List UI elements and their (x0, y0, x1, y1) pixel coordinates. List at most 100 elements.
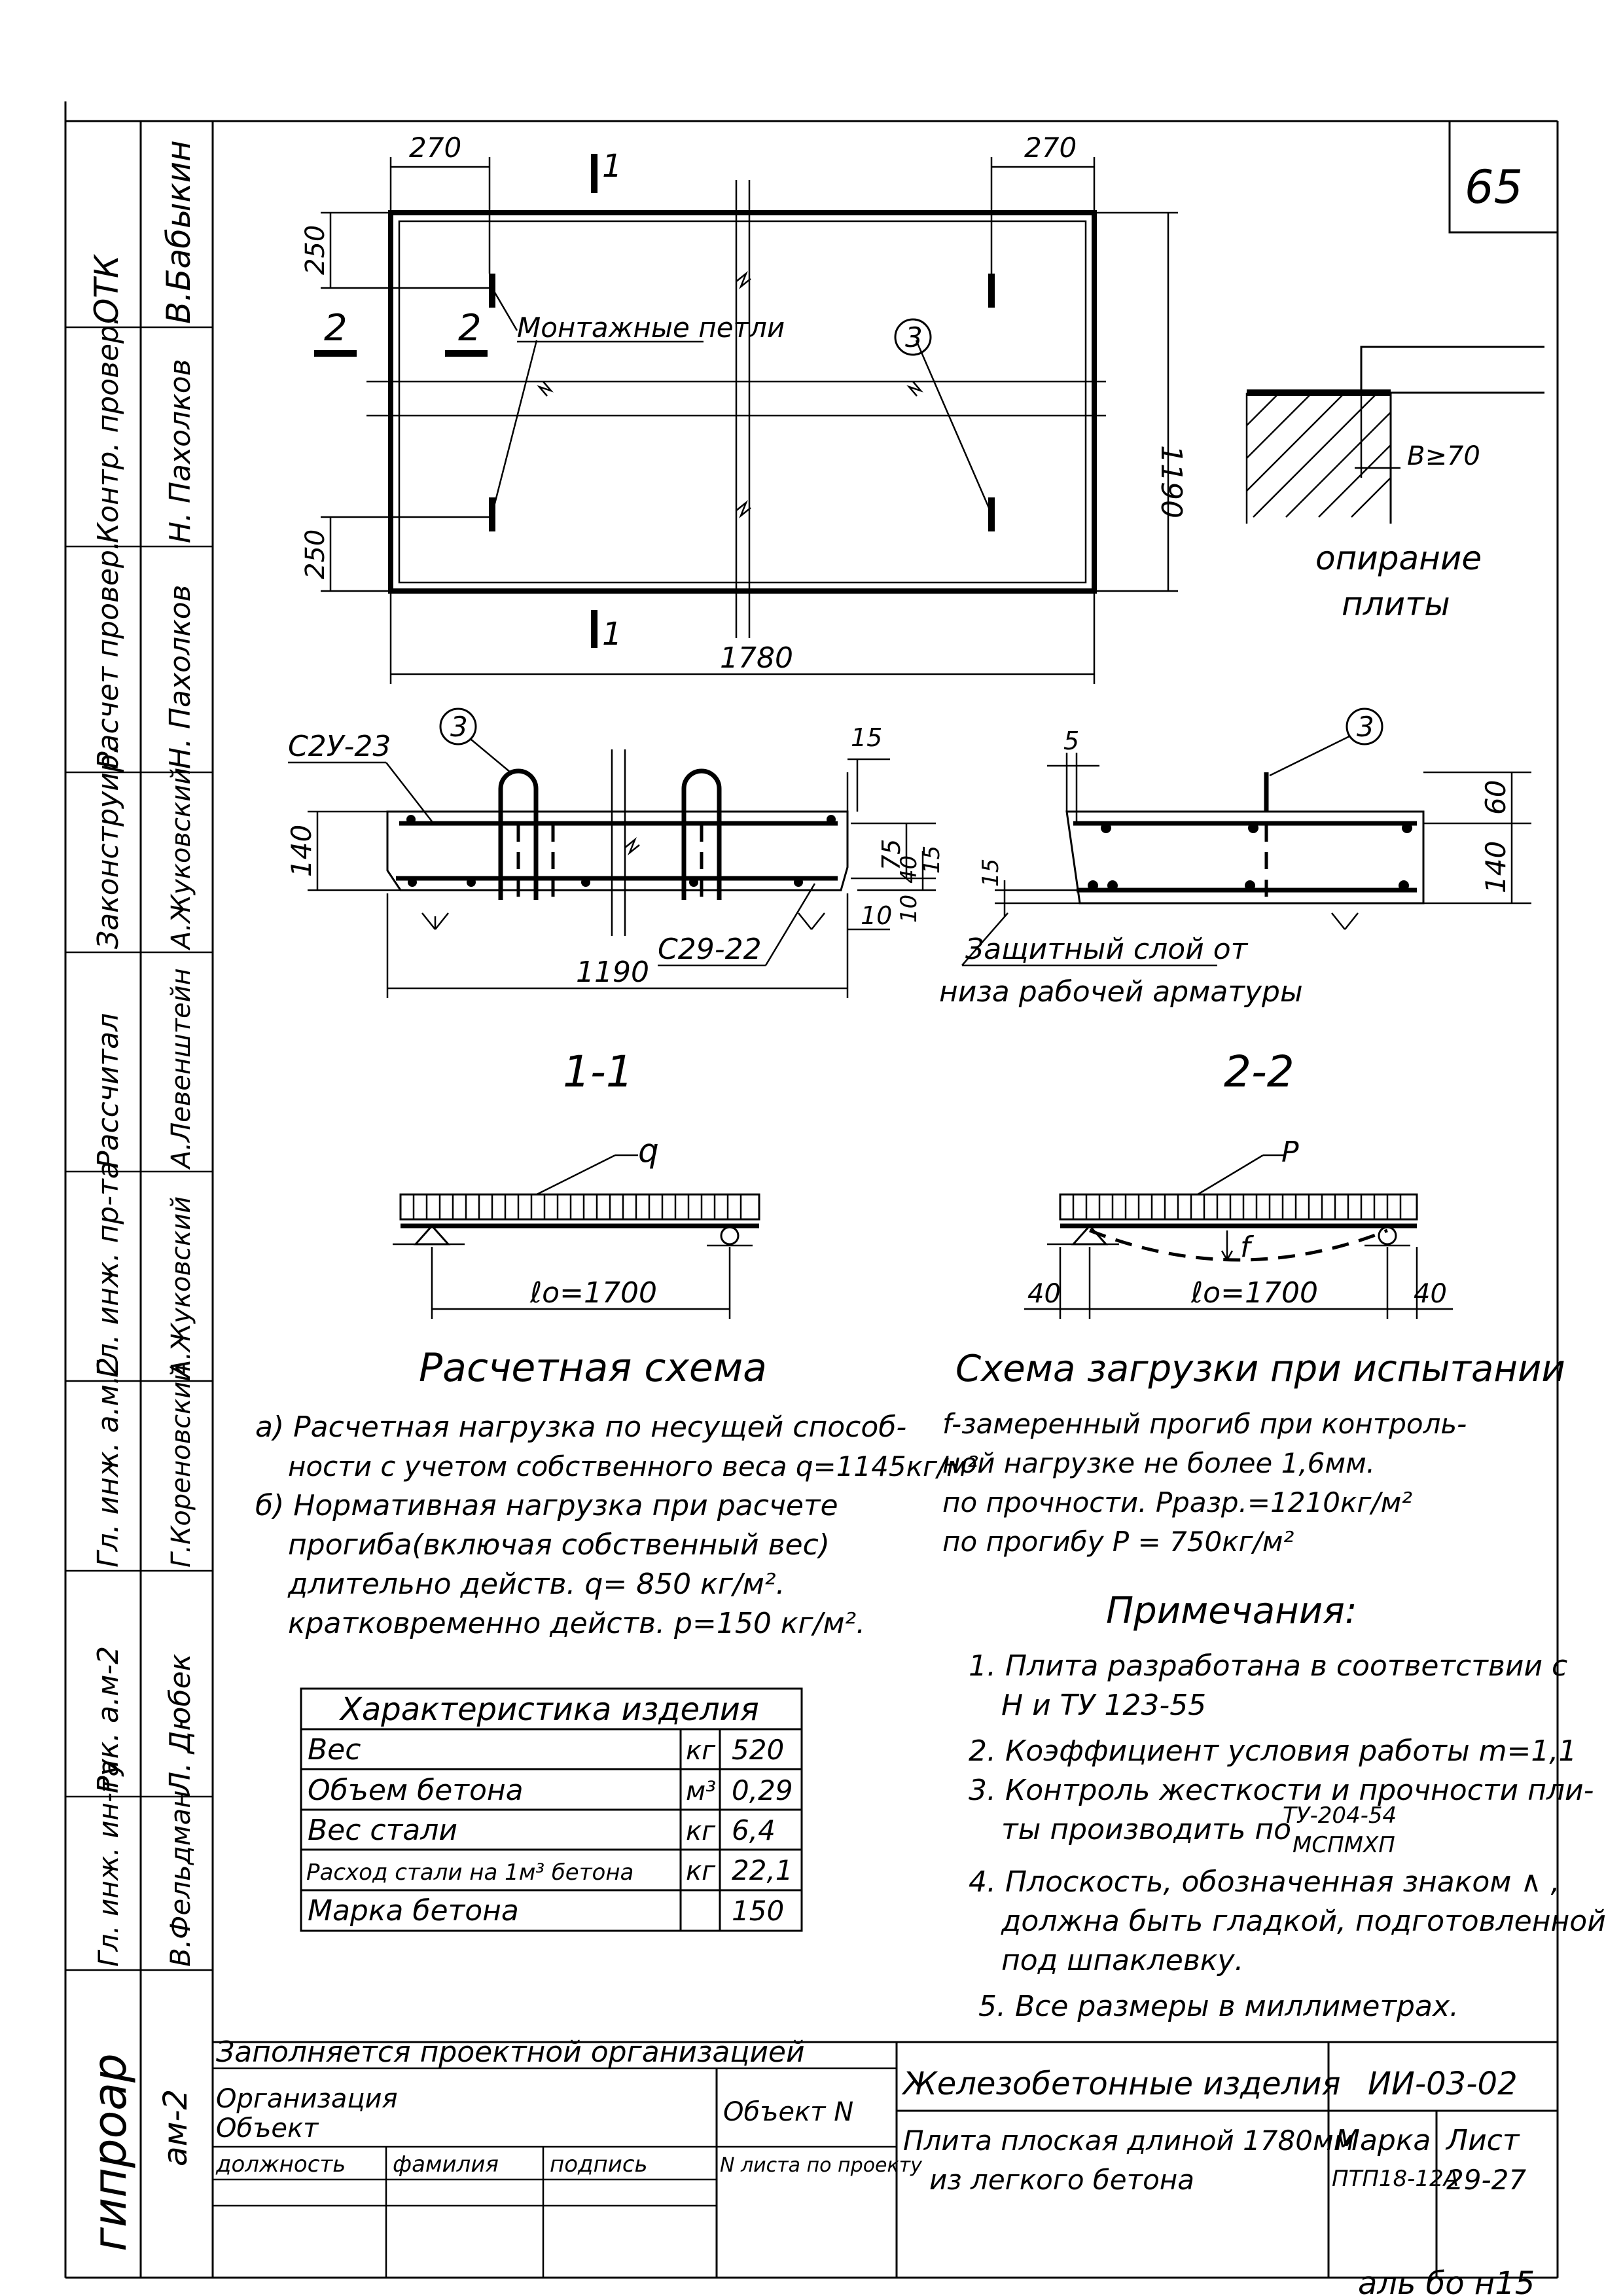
design-scheme-notes: а) Расчетная нагрузка по несущей способ-… (255, 1410, 978, 1640)
test-scheme-title: Схема загрузки при испытании (955, 1348, 1565, 1390)
test-scheme-notes: f-замеренный прогиб при контроль- ной на… (942, 1408, 1467, 1558)
dim-left-bottom: 250 (300, 529, 330, 579)
stamp-name: Н. Пахолков (164, 584, 197, 769)
remark-item: 1. Плита разработана в соответствии с (969, 1649, 1567, 1683)
s11-dim-140: 140 (285, 825, 317, 877)
design-note: кратковременно действ. p=150 кг/м². (288, 1607, 865, 1640)
design-note: б) Нормативная нагрузка при расчете (255, 1489, 838, 1522)
design-scheme-title: Расчетная схема (419, 1345, 767, 1391)
design-note: а) Расчетная нагрузка по несущей способ- (255, 1410, 906, 1444)
remark-item: ты производить по (1001, 1813, 1291, 1846)
tb-sheet-value: 29-27 (1446, 2164, 1526, 2196)
stamp-role: Гл. инж. ин-та (92, 1760, 124, 1967)
tb-col-sign: подпись (550, 2151, 648, 2178)
test-note: f-замеренный прогиб при контроль- (942, 1408, 1467, 1440)
section-mark-1: 1 (602, 148, 622, 185)
tb-mark-label: Марка (1335, 2124, 1431, 2157)
support-caption: плиты (1342, 585, 1450, 623)
stamp-org: гипроар (83, 2053, 137, 2251)
test-note: ной нагрузке не более 1,6мм. (942, 1447, 1375, 1479)
section-mark-2: 2 (324, 307, 348, 350)
tb-description: из легкого бетона (929, 2164, 1194, 2196)
test-load: P (1281, 1136, 1299, 1169)
design-scheme-beam: q ℓо=1700 Расчетная схема (393, 1132, 767, 1391)
tb-category: Железобетонные изделия (901, 2066, 1340, 2102)
stamp-role: Рассчитал (92, 1013, 125, 1168)
section-1-1: 3 С2У-23 С29-22 140 1190 15 75 40 15 (285, 708, 945, 1097)
table-cell: м³ (686, 1776, 716, 1806)
stamp-role: Рук. а.м-2 (92, 1646, 125, 1793)
s11-dim-15b: 15 (919, 846, 945, 874)
design-load: q (638, 1132, 659, 1170)
sheet-number: 65 (1465, 160, 1523, 214)
stamp-name: В.Бабыкин (160, 140, 198, 324)
tb-object: Объект (216, 2113, 319, 2144)
test-note: по прочности. Pразр.=1210кг/м² (942, 1486, 1412, 1518)
tb-org: Организация (216, 2084, 398, 2114)
remark-item: МСПМХП (1293, 1832, 1395, 1858)
properties-table: Характеристика изделия Вес кг 520 Объем … (300, 1687, 803, 1932)
section-2-2-title: 2-2 (1224, 1047, 1294, 1097)
test-end-left: 40 (1027, 1279, 1061, 1309)
s11-dim-75: 75 (877, 839, 906, 870)
design-note: ности с учетом собственного веса q=1145к… (288, 1450, 978, 1482)
sheet-number-box: 65 (1448, 121, 1558, 234)
remark-item: 3. Контроль жесткости и прочности пли- (969, 1774, 1594, 1807)
stamp-role: Расчет провер. (92, 541, 125, 769)
tb-series: ИИ-03-02 (1368, 2066, 1518, 2102)
tb-col-sheet: N листа по проекту (720, 2154, 923, 2177)
s22-dim-5: 5 (1063, 726, 1079, 755)
remarks-title: Примечания: (1106, 1590, 1357, 1632)
s22-dim-140: 140 (1480, 841, 1512, 893)
stamp-role: Гл. инж. а.м.2 (92, 1357, 125, 1568)
dim-bottom: 1780 (720, 641, 793, 675)
dim-right: 1190 (1154, 445, 1188, 518)
s11-dim-40: 40 (896, 855, 922, 884)
section-2-2: 3 5 60 140 15 Защитный слой от низа рабо… (939, 708, 1531, 1097)
table-cell: кг (686, 1856, 716, 1886)
design-note: длительно действ. q= 850 кг/м². (287, 1568, 785, 1601)
stamp-role: Гл. инж. пр-та (92, 1161, 125, 1378)
s22-dim-15: 15 (978, 859, 1004, 887)
s11-dim-width: 1190 (576, 956, 649, 989)
section-1-1-title: 1-1 (563, 1047, 633, 1097)
stamp-name: Г.Кореновский (166, 1365, 196, 1568)
table-title: Характеристика изделия (338, 1691, 759, 1728)
design-note: прогиба(включая собственный вес) (288, 1528, 830, 1562)
stamp-role: Контр. провер. (92, 316, 125, 543)
rebar-bottom-label: С29-22 (658, 933, 762, 966)
stamp-role: ОТК (88, 253, 126, 324)
section22-callout: 3 (1357, 711, 1374, 743)
table-cell: 22,1 (732, 1854, 793, 1886)
table-cell: 0,29 (732, 1774, 793, 1806)
table-cell: Вес стали (308, 1814, 457, 1847)
left-stamp: ОТК В.Бабыкин Контр. провер. Н. Пахолков… (65, 140, 213, 2251)
test-end-right: 40 (1414, 1279, 1447, 1309)
tb-col-position: должность (215, 2151, 346, 2178)
s11-dim-10b: 10 (861, 901, 892, 930)
stamp-name: В.Фельдман (164, 1790, 196, 1967)
cover-label: низа рабочей арматуры (939, 975, 1303, 1009)
stamp-name: Л. Дюбек (164, 1653, 197, 1795)
remark-item: 5. Все размеры в миллиметрах. (978, 1990, 1459, 2023)
s11-dim-10: 10 (896, 895, 922, 923)
section11-callout: 3 (450, 711, 468, 743)
remark-item: должна быть гладкой, подготовленной (1001, 1905, 1606, 1938)
s11-dim-15: 15 (851, 723, 882, 752)
remark-item: под шпаклевку. (1001, 1944, 1243, 1977)
footer-stamp: аль бо н15 (1358, 2265, 1535, 2296)
test-note: по прогибу P = 750кг/м² (942, 1526, 1294, 1558)
support-dim: В≥70 (1407, 441, 1480, 471)
tb-description: Плита плоская длиной 1780мм (903, 2125, 1354, 2157)
table-cell: Вес (308, 1733, 361, 1767)
table-cell: Объем бетона (308, 1774, 524, 1807)
table-cell: 150 (732, 1895, 784, 1927)
table-cell: кг (686, 1736, 716, 1766)
table-cell: 6,4 (732, 1814, 776, 1846)
table-cell: Расход стали на 1м³ бетона (306, 1859, 633, 1886)
title-block: Заполняется проектной организацией Орган… (213, 2036, 1558, 2278)
loops-label: Монтажные петли (517, 312, 785, 344)
stamp-org-sub: ам-2 (156, 2089, 194, 2166)
cover-label: Защитный слой от (965, 933, 1249, 966)
design-span: ℓо=1700 (529, 1276, 657, 1310)
